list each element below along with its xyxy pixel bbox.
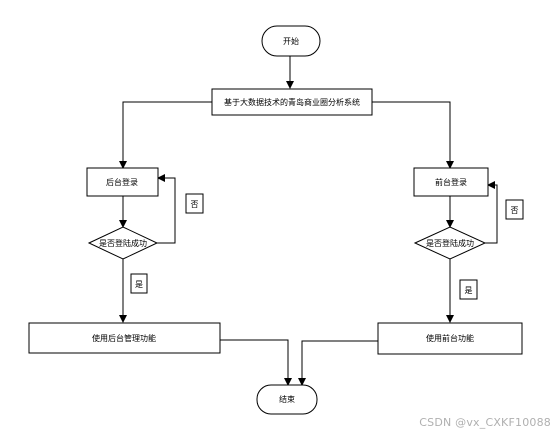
- frontend-login-label: 前台登录: [435, 177, 467, 187]
- system-label: 基于大数据技术的青岛商业圈分析系统: [224, 97, 360, 107]
- watermark: CSDN @vx_CXKF10088: [419, 416, 551, 429]
- frontend-no-label: 否: [511, 206, 519, 215]
- frontend-use-label: 使用前台功能: [426, 333, 474, 343]
- frontend-login-node: 前台登录: [413, 167, 489, 197]
- edge-system-backend-login: [119, 101, 212, 169]
- backend-use-node: 使用后台管理功能: [28, 322, 221, 354]
- frontend-check-label: 是否登陆成功: [426, 238, 474, 248]
- frontend-no-tag: 否: [505, 199, 524, 220]
- edge-frontend-use-end: [298, 340, 378, 386]
- backend-no-tag: 否: [185, 193, 204, 214]
- end-label: 结束: [279, 394, 295, 404]
- edge-backend-use-end: [220, 339, 292, 386]
- backend-yes-tag: 是: [130, 273, 148, 294]
- backend-use-label: 使用后台管理功能: [92, 333, 156, 343]
- start-label: 开始: [283, 36, 299, 46]
- backend-check-label: 是否登陆成功: [99, 238, 147, 248]
- frontend-yes-label: 是: [465, 286, 473, 295]
- frontend-yes-tag: 是: [459, 279, 478, 300]
- edge-frontend-no-loop: [485, 181, 498, 244]
- backend-yes-label: 是: [135, 280, 143, 289]
- backend-check-node: 是否登陆成功: [87, 226, 159, 260]
- system-node: 基于大数据技术的青岛商业圈分析系统: [211, 88, 373, 116]
- edge-backend-no-loop: [157, 174, 176, 244]
- edge-system-frontend-login: [372, 101, 454, 169]
- frontend-use-node: 使用前台功能: [377, 322, 523, 355]
- end-node: 结束: [256, 384, 318, 415]
- start-node: 开始: [261, 25, 321, 57]
- backend-login-node: 后台登录: [86, 167, 159, 197]
- backend-no-label: 否: [191, 200, 199, 209]
- frontend-check-node: 是否登陆成功: [413, 226, 487, 260]
- backend-login-label: 后台登录: [106, 177, 138, 187]
